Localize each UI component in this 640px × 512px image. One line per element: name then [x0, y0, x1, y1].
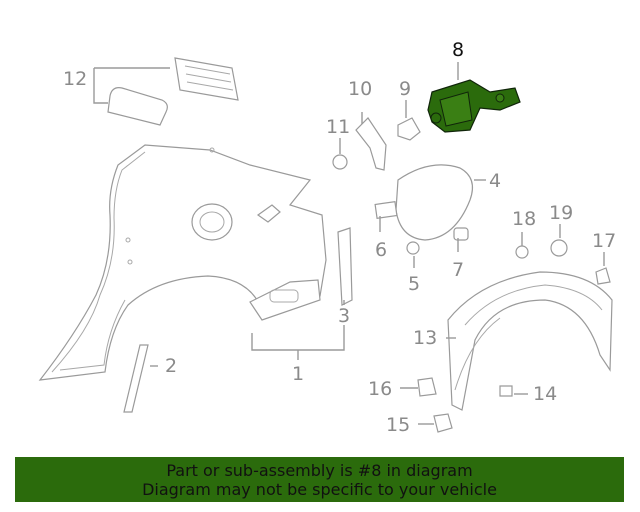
callout-19: 19 — [549, 202, 573, 224]
nut-part-18 — [515, 245, 529, 259]
screw-part-14 — [499, 385, 513, 397]
clip-part-11 — [332, 154, 348, 170]
clip-part-16 — [417, 377, 437, 397]
callout-15: 15 — [386, 414, 410, 436]
callout-9: 9 — [399, 78, 411, 100]
callout-4: 4 — [489, 170, 501, 192]
fuel-filler-housing-part-8 — [427, 79, 521, 133]
grommet-part-19 — [550, 239, 568, 257]
hinge-part-10 — [355, 117, 387, 171]
leader-lines — [93, 62, 605, 425]
panel-bracket — [337, 227, 353, 306]
quarter-panel — [38, 144, 327, 381]
callout-1: 1 — [292, 363, 304, 385]
callout-labels: 1 2 3 4 5 6 7 8 9 10 11 12 13 14 15 16 1… — [63, 39, 616, 436]
callout-17: 17 — [592, 230, 616, 252]
callout-3: 3 — [338, 305, 350, 327]
callout-16: 16 — [368, 378, 392, 400]
label-part-6 — [374, 200, 398, 220]
wheel-liner-part-13 — [447, 271, 613, 411]
bracket-part-9 — [397, 117, 421, 141]
moulding-strip — [123, 344, 149, 413]
grommet-part-5 — [406, 241, 420, 255]
callout-10: 10 — [348, 78, 372, 100]
clip-part-15 — [433, 413, 453, 433]
info-banner: Part or sub-assembly is #8 in diagram Di… — [15, 457, 624, 502]
callout-7: 7 — [452, 259, 464, 281]
banner-line-2: Diagram may not be specific to your vehi… — [142, 480, 497, 499]
callout-12: 12 — [63, 68, 87, 90]
clip-part-17 — [595, 267, 611, 285]
callout-14: 14 — [533, 383, 557, 405]
bumper-part-7 — [453, 227, 469, 241]
callout-13: 13 — [413, 327, 437, 349]
fuel-door — [395, 164, 473, 241]
callout-2: 2 — [165, 355, 177, 377]
callout-5: 5 — [408, 273, 420, 295]
callout-18: 18 — [512, 208, 536, 230]
callout-11: 11 — [326, 116, 350, 138]
callout-8: 8 — [452, 39, 464, 61]
banner-line-1: Part or sub-assembly is #8 in diagram — [166, 461, 473, 480]
vent-part-12 — [107, 57, 239, 126]
callout-6: 6 — [375, 239, 387, 261]
parts-diagram: 1 2 3 4 5 6 7 8 9 10 11 12 13 14 15 16 1… — [38, 39, 616, 436]
